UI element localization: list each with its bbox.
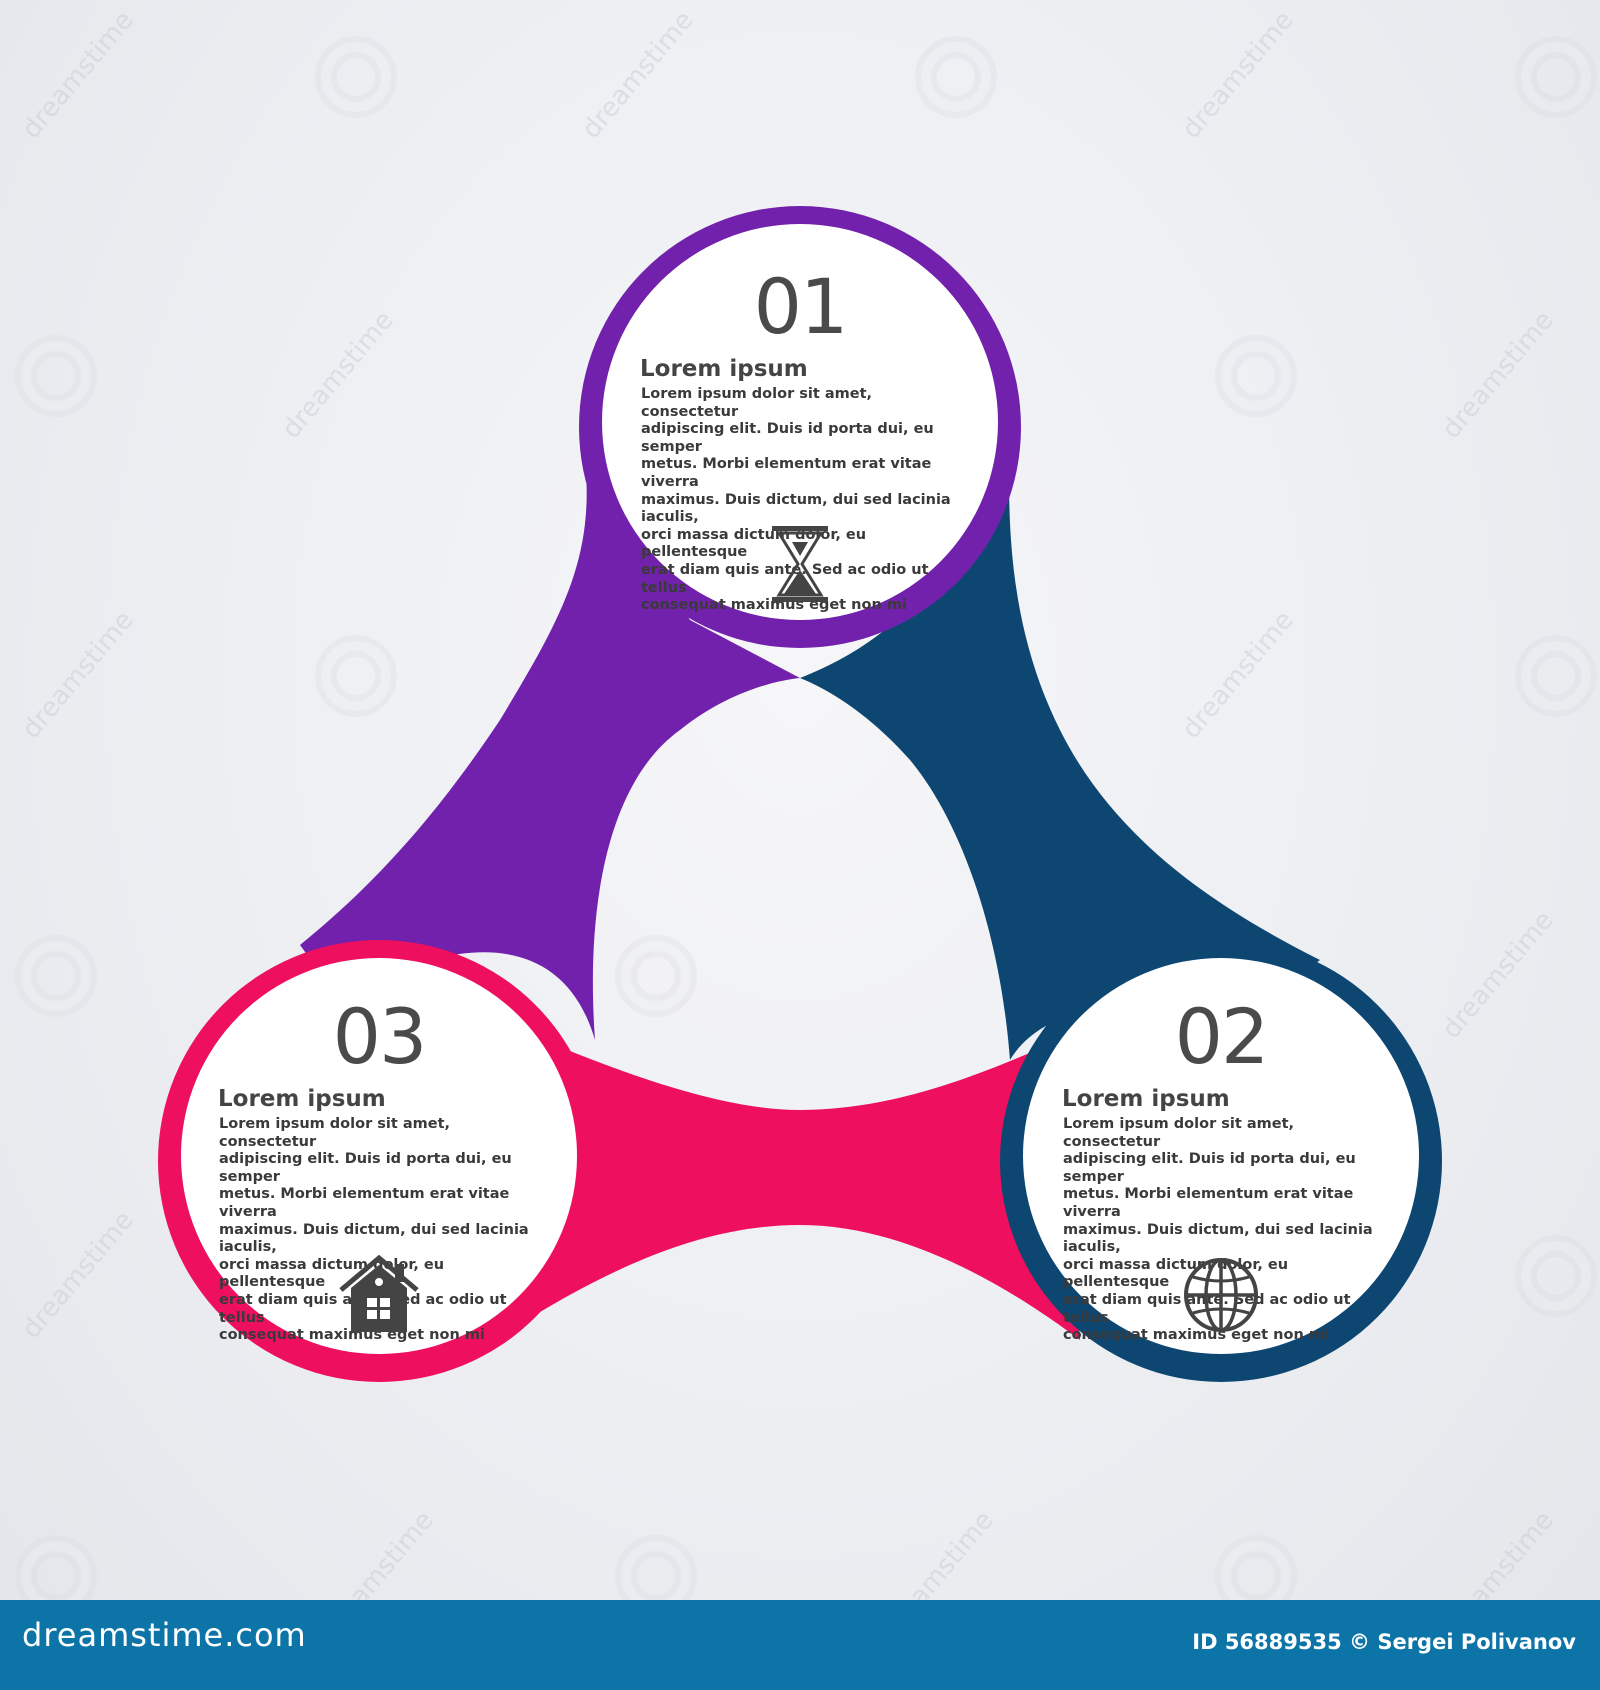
- spiral-watermark-icon: [915, 36, 997, 118]
- house-icon: [339, 1254, 419, 1332]
- spiral-watermark-icon: [315, 36, 397, 118]
- spiral-watermark-icon: [15, 935, 97, 1017]
- step-03-disc: [181, 958, 577, 1354]
- step-02-disc: [1023, 958, 1419, 1354]
- step-02-body: Lorem ipsum dolor sit amet, consectetur …: [1063, 1116, 1373, 1344]
- step-01-number: 01: [753, 262, 849, 351]
- hourglass-icon: [772, 526, 828, 602]
- step-02-number: 02: [1174, 992, 1270, 1081]
- spiral-watermark-icon: [615, 935, 697, 1017]
- step-02-title: Lorem ipsum: [1062, 1086, 1230, 1112]
- spiral-watermark-icon: [315, 635, 397, 717]
- step-03-number: 03: [332, 992, 428, 1081]
- spiral-watermark-icon: [15, 335, 97, 417]
- spiral-watermark-icon: [1515, 635, 1597, 717]
- step-01-body: Lorem ipsum dolor sit amet, consectetur …: [641, 386, 951, 614]
- triangle-diagram: [158, 206, 1442, 1382]
- step-01-title: Lorem ipsum: [640, 356, 808, 382]
- footer-bar: dreamstime.com ID 56889535 © Sergei Poli…: [0, 1600, 1600, 1690]
- pink-connector-band: [420, 985, 1080, 1350]
- footer-brand[interactable]: dreamstime.com: [22, 1616, 307, 1654]
- step-03-title: Lorem ipsum: [218, 1086, 386, 1112]
- spiral-watermark-icon: [1215, 335, 1297, 417]
- step-01-disc: [602, 224, 998, 620]
- spiral-watermark-icon: [1515, 36, 1597, 118]
- footer-credit: ID 56889535 © Sergei Polivanov: [1192, 1630, 1576, 1654]
- spiral-watermark-icon: [1515, 1235, 1597, 1317]
- globe-icon: [1184, 1258, 1258, 1332]
